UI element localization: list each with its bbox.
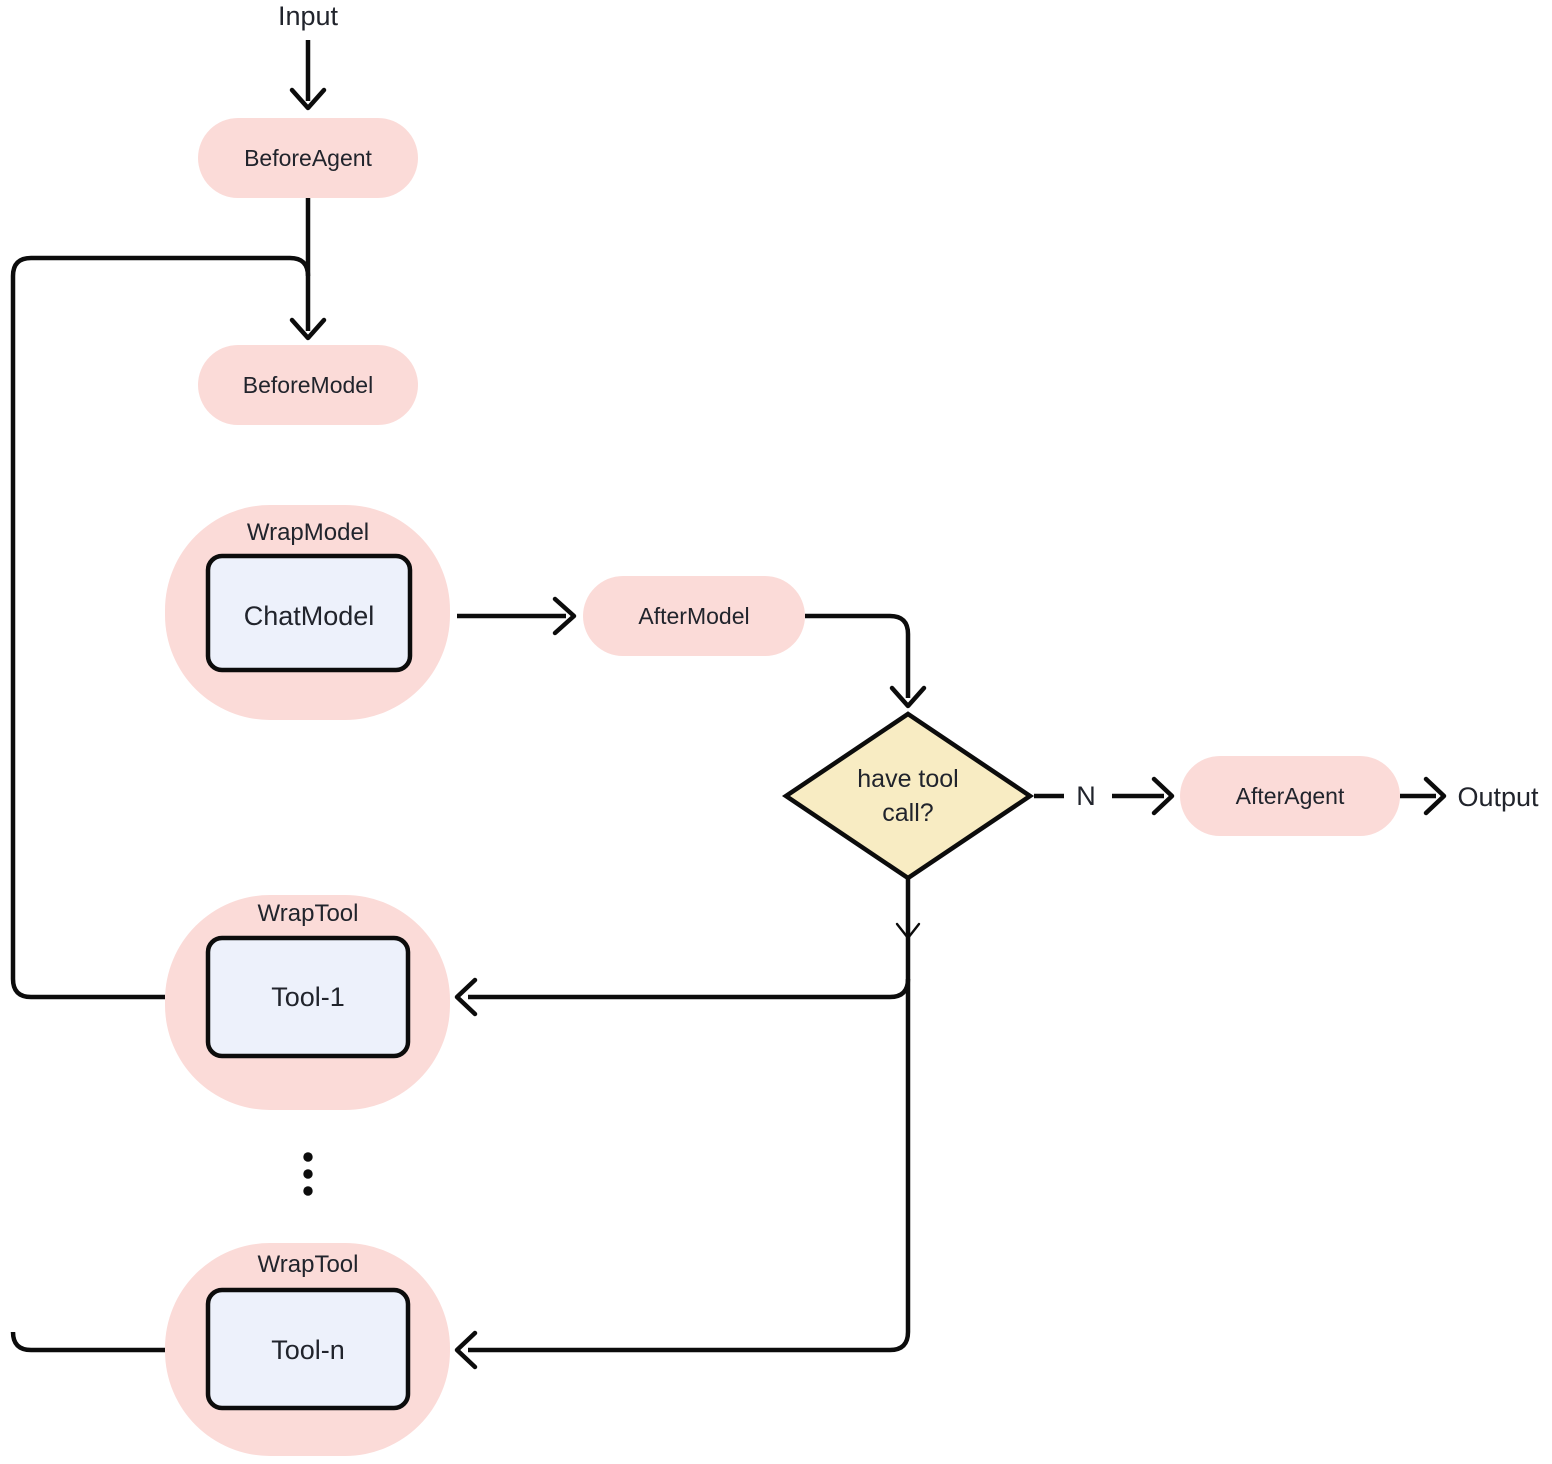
node-before-model: BeforeModel [198, 345, 418, 425]
edge-aftermodel-to-decision [805, 613, 927, 709]
chat-model-box [205, 553, 413, 673]
node-after-model: AfterModel [583, 576, 805, 656]
input-label: Input [278, 1, 339, 31]
arrow-down-small-head [895, 922, 921, 940]
edge-input-to-beforeagent [289, 40, 327, 111]
decision-no-label: N [1076, 781, 1096, 811]
node-wrap-tool-1: WrapTool Tool-1 [165, 895, 450, 1110]
tools-ellipsis [303, 1152, 313, 1196]
arrow-left-head [454, 1330, 478, 1370]
edge-decision-to-tooln [454, 878, 921, 1370]
arrow-down-head [889, 685, 927, 709]
chat-model-label: ChatModel [244, 601, 375, 631]
edge-afteragent-to-output [1400, 776, 1447, 816]
tool-n-box [205, 1287, 411, 1411]
node-before-agent: BeforeAgent [198, 118, 418, 198]
node-wrap-tool-n: WrapTool Tool-n [165, 1243, 450, 1456]
before-agent-label: BeforeAgent [244, 145, 372, 171]
node-wrap-model: WrapModel ChatModel [165, 505, 450, 720]
decision-label-line2: call? [882, 799, 933, 827]
arrow-down-head [289, 87, 327, 111]
edge-chatmodel-to-aftermodel [457, 596, 577, 636]
edge-beforeagent-to-beforemodel [289, 198, 327, 341]
after-model-label: AfterModel [638, 603, 749, 629]
node-decision-have-tool-call: have tool call? [781, 711, 1035, 881]
wrap-model-label: WrapModel [247, 519, 369, 546]
edge-no-to-afteragent [1112, 776, 1175, 816]
edge-decision-to-tool1 [454, 977, 911, 1017]
before-model-label: BeforeModel [243, 372, 373, 398]
tool-1-label: Tool-1 [271, 982, 345, 1012]
wrap-tool-1-label: WrapTool [258, 900, 359, 927]
decision-label-line1: have tool [857, 765, 958, 793]
edge-tooln-loopback [10, 1331, 165, 1353]
tool-n-label: Tool-n [271, 1335, 345, 1365]
arrow-right-head [552, 596, 577, 636]
edge-tool1-loopback [10, 255, 311, 1000]
arrow-right-head [1423, 776, 1447, 816]
node-after-agent: AfterAgent [1180, 756, 1400, 836]
arrow-down-head [289, 317, 327, 341]
wrap-tool-n-label: WrapTool [258, 1251, 359, 1278]
arrow-left-head [454, 977, 478, 1017]
tool-1-box [205, 935, 411, 1059]
output-label: Output [1457, 782, 1539, 812]
after-agent-label: AfterAgent [1236, 783, 1345, 809]
arrow-right-head [1151, 776, 1175, 816]
